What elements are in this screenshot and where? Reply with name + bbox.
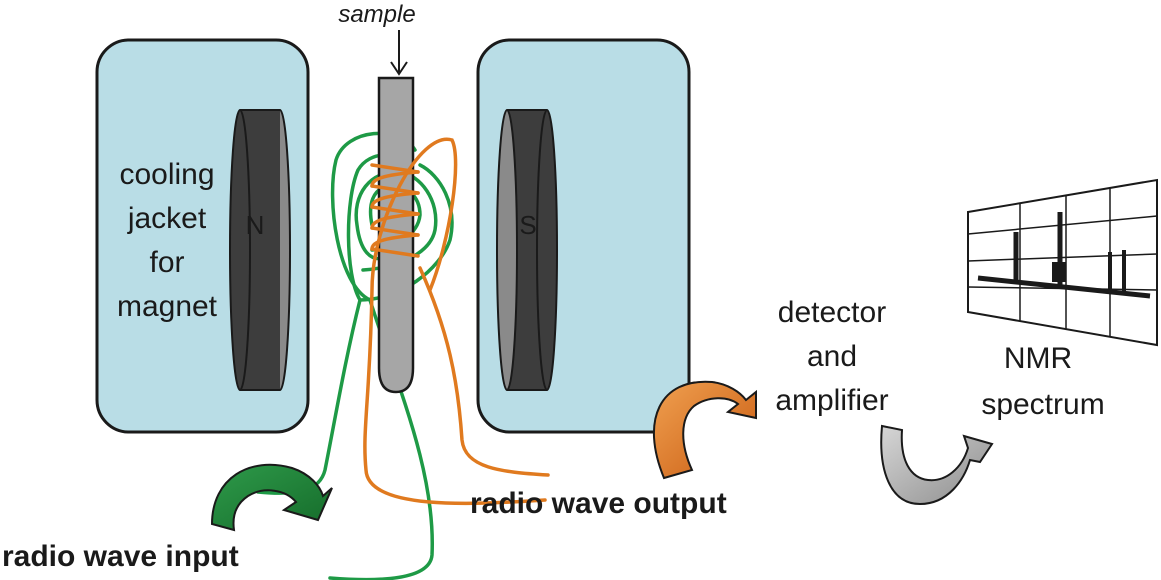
cooling-jacket-label: cooling jacket for magnet: [117, 158, 218, 323]
radio-wave-input-label: radio wave input: [2, 540, 239, 573]
detector-line-1: detector: [778, 296, 886, 329]
detector-line-2: and: [807, 340, 857, 373]
input-arrow: [210, 463, 333, 532]
nmr-spectrum-line-2: spectrum: [981, 388, 1104, 421]
sample-arrow: [390, 30, 408, 76]
detector-label: detector and amplifier: [775, 296, 888, 417]
nmr-spectrum-plot: [967, 178, 1158, 347]
magnet-north: [229, 109, 291, 391]
output-coil: [363, 137, 550, 506]
cooling-jacket-line-1: cooling: [119, 158, 214, 191]
sample-label: sample: [338, 1, 415, 28]
pole-north-label: N: [246, 210, 265, 240]
pole-south-label: S: [519, 210, 536, 240]
cooling-jacket-line-4: magnet: [117, 290, 218, 323]
output-arrow: [652, 380, 757, 480]
detector-line-3: amplifier: [775, 384, 888, 417]
spectrum-arrow: [880, 424, 994, 506]
nmr-spectrum-label: NMR spectrum: [981, 342, 1104, 421]
nmr-spectrum-line-1: NMR: [1004, 342, 1072, 375]
cooling-jacket-line-2: jacket: [127, 202, 207, 235]
sample-tube: [377, 76, 415, 394]
magnet-south: [496, 109, 558, 391]
cooling-jacket-line-3: for: [149, 246, 184, 279]
radio-wave-output-label: radio wave output: [470, 487, 727, 520]
